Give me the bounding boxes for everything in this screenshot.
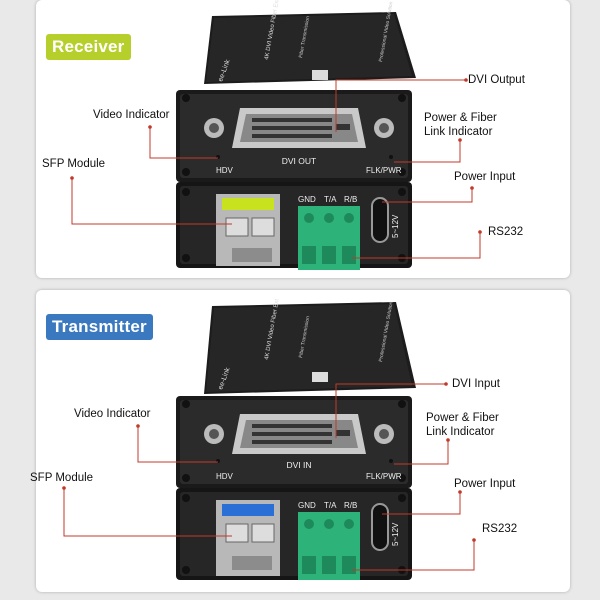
rb-label: R/B: [344, 501, 357, 510]
callout-dvi-output: DVI Output: [468, 74, 525, 86]
callout-power-input: Power Input: [454, 478, 516, 490]
receiver-panel: 4K DVI Video Fiber Ext Fiber Transmissio…: [36, 0, 570, 278]
gnd-label: GND: [298, 195, 316, 204]
ta-label: T/A: [324, 501, 337, 510]
callout-power-fiber-1: Power & Fiber: [424, 112, 497, 124]
flk-label: FLK/PWR: [366, 472, 402, 481]
leader-lines: [71, 79, 481, 259]
transmitter-badge: Transmitter: [46, 314, 153, 340]
leader-lines: [63, 383, 475, 571]
callout-dvi-input: DVI Input: [452, 378, 500, 390]
voltage-label: 5~12V: [391, 522, 400, 546]
callout-power-input: Power Input: [454, 171, 516, 183]
callout-rs232: RS232: [488, 226, 524, 238]
callout-power-fiber-2: Link Indicator: [424, 126, 493, 138]
hdv-label: HDV: [216, 472, 234, 481]
sfp-latch: [222, 504, 274, 516]
flk-led: [389, 155, 393, 159]
callout-power-fiber-1: Power & Fiber: [426, 412, 499, 424]
sfp-latch: [222, 198, 274, 210]
hdv-label: HDV: [216, 166, 234, 175]
callout-power-fiber-2: Link Indicator: [426, 426, 495, 438]
dvi-pins: [252, 424, 332, 444]
transmitter-illustration: 4K DVI Video Fiber Ext Fiber Transmissio…: [62, 298, 476, 580]
gnd-label: GND: [298, 501, 316, 510]
callout-sfp-module: SFP Module: [42, 158, 106, 170]
usb-c-power-port: [371, 197, 389, 243]
callout-rs232: RS232: [482, 523, 518, 535]
rb-label: R/B: [344, 195, 357, 204]
dvi-port-label: DVI OUT: [282, 156, 316, 166]
dvi-port-label: DVI IN: [286, 460, 311, 470]
voltage-label: 5~12V: [391, 214, 400, 238]
qr-sticker: [312, 70, 328, 80]
flk-led: [389, 459, 393, 463]
receiver-illustration: 4K DVI Video Fiber Ext Fiber Transmissio…: [70, 0, 482, 270]
usb-c-power-port: [371, 503, 389, 551]
dvi-pins: [252, 118, 332, 138]
transmitter-panel: 4K DVI Video Fiber Ext Fiber Transmissio…: [30, 290, 570, 592]
callout-sfp-module: SFP Module: [30, 472, 94, 484]
callout-video-indicator: Video Indicator: [74, 408, 151, 420]
ta-label: T/A: [324, 195, 337, 204]
callout-video-indicator: Video Indicator: [93, 109, 170, 121]
receiver-badge: Receiver: [46, 34, 131, 60]
qr-sticker: [312, 372, 328, 382]
flk-label: FLK/PWR: [366, 166, 402, 175]
